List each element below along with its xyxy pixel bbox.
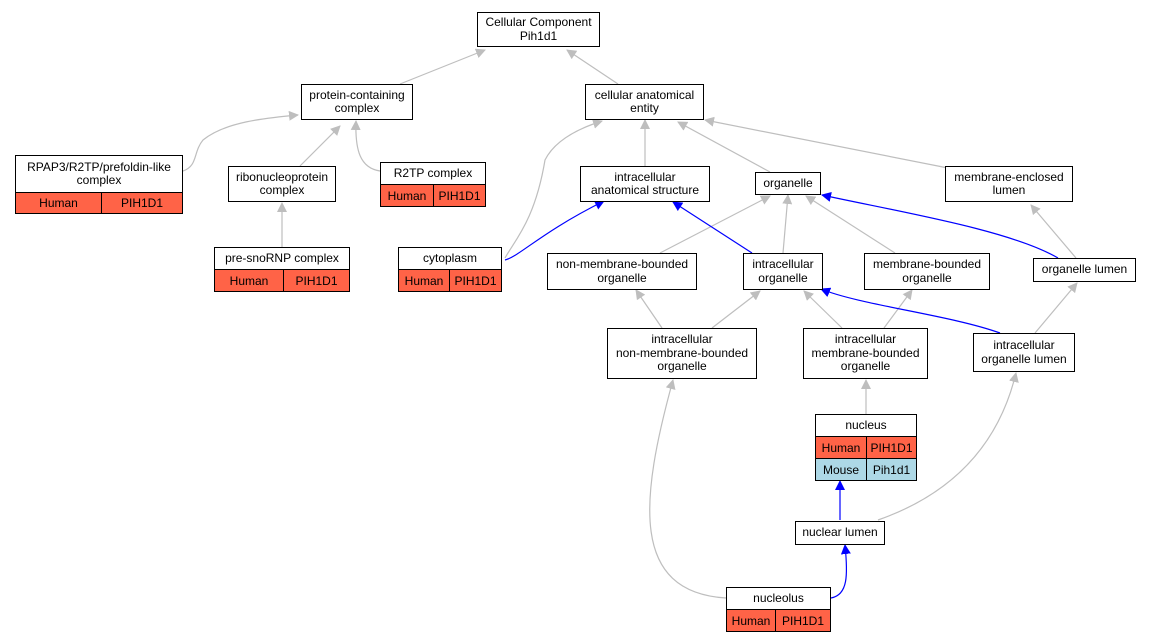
node-nuclear-lumen[interactable]: nuclear lumen (795, 521, 885, 545)
node-intracellular-membrane-bounded-organelle[interactable]: intracellular membrane-bounded organelle (803, 328, 928, 379)
species-cell: Human (39, 196, 78, 210)
edge-protein-complex-to-root (399, 48, 486, 85)
edge-intra-nonmembrane-to-nonmembrane (635, 289, 663, 329)
edge-rpap3-to-protein-complex (182, 110, 299, 172)
edge-membrane-bounded-to-organelle (805, 195, 896, 254)
edge-nucleolus-to-intra-nonmembrane (649, 379, 727, 599)
gene-cell: PIH1D1 (433, 185, 485, 206)
node-intracellular-organelle-lumen[interactable]: intracellular organelle lumen (973, 333, 1075, 372)
node-intracellular-anatomical-structure[interactable]: intracellular anatomical structure (580, 166, 710, 202)
node-root[interactable]: Cellular Component Pih1d1 (477, 12, 600, 47)
gene-cell: PIH1D1 (283, 270, 349, 291)
species-cell: Human (229, 273, 269, 288)
annotation-row-nucleus-mouse: Mouse Pih1d1 (815, 458, 917, 481)
gene-cell: PIH1D1 (775, 610, 830, 631)
node-ribonucleoprotein-complex[interactable]: ribonucleoprotein complex (228, 166, 336, 202)
annotation-row-nucleus-human: Human PIH1D1 (815, 436, 917, 459)
node-rpap3-complex[interactable]: RPAP3/R2TP/prefoldin-like complex (15, 155, 183, 193)
edge-organelle-to-anatomical-entity (677, 121, 771, 173)
edge-nonmembrane-to-organelle (659, 195, 771, 254)
species-cell: Mouse (822, 462, 860, 477)
node-cellular-anatomical-entity[interactable]: cellular anatomical entity (585, 84, 704, 120)
edge-intra-membrane-to-intracellular-organelle (803, 290, 843, 329)
edge-nuclear-lumen-to-intra-lumen (877, 372, 1019, 521)
annotation-row-rpap3-human: Human PIH1D1 (15, 192, 183, 214)
species-cell: Human (404, 273, 444, 288)
edge-ribonucleoprotein-to-protein-complex (299, 125, 341, 167)
gene-cell: PIH1D1 (866, 437, 916, 458)
node-non-membrane-bounded-organelle[interactable]: non-membrane-bounded organelle (547, 253, 697, 290)
edge-intra-lumen-to-intracellular-organelle (820, 287, 1001, 334)
edge-r2tp-to-protein-complex (350, 120, 381, 172)
edge-anatomical-entity-to-root (566, 49, 619, 85)
gene-cell: PIH1D1 (101, 193, 182, 213)
node-organelle-lumen[interactable]: organelle lumen (1033, 258, 1136, 282)
node-protein-containing-complex[interactable]: protein-containing complex (301, 84, 413, 120)
annotation-row-presnornp-human: Human PIH1D1 (214, 269, 350, 292)
species-cell: Human (731, 613, 771, 628)
edge-intracellular-organelle-to-organelle (782, 194, 793, 254)
species-cell: Human (387, 188, 427, 203)
edge-organelle-lumen-to-organelle (821, 192, 1059, 259)
species-cell: Human (821, 440, 861, 455)
gene-cell: Pih1d1 (866, 459, 916, 480)
edge-nucleolus-to-nuclear-lumen (830, 544, 851, 599)
edge-cytoplasm-to-anatomical-entity (504, 118, 603, 259)
gene-cell: PIH1D1 (449, 270, 501, 291)
node-membrane-bounded-organelle[interactable]: membrane-bounded organelle (864, 253, 990, 290)
node-pre-snornp-complex[interactable]: pre-snoRNP complex (214, 247, 350, 270)
node-intracellular-organelle[interactable]: intracellular organelle (743, 253, 823, 290)
edge-organelle-lumen-to-membrane-lumen (1030, 204, 1077, 259)
node-membrane-enclosed-lumen[interactable]: membrane-enclosed lumen (945, 166, 1073, 202)
node-nucleolus[interactable]: nucleolus (726, 587, 831, 610)
annotation-row-r2tp-human: Human PIH1D1 (380, 184, 486, 207)
node-organelle[interactable]: organelle (755, 172, 821, 195)
edge-intra-lumen-to-organelle-lumen (1034, 282, 1078, 334)
annotation-row-nucleolus-human: Human PIH1D1 (726, 609, 831, 632)
node-nucleus[interactable]: nucleus (815, 414, 917, 437)
edge-membrane-lumen-to-anatomical-entity (704, 116, 949, 169)
node-intracellular-non-membrane-bounded-organelle[interactable]: intracellular non-membrane-bounded organ… (607, 328, 757, 379)
node-r2tp-complex[interactable]: R2TP complex (380, 162, 486, 185)
edge-intra-nonmembrane-to-intracellular-organelle (711, 290, 761, 329)
edge-intracellular-organelle-to-structure (672, 201, 753, 254)
annotation-row-cytoplasm-human: Human PIH1D1 (398, 269, 502, 292)
node-cytoplasm[interactable]: cytoplasm (398, 247, 502, 270)
edge-cytoplasm-to-intracellular-structure (504, 200, 605, 261)
